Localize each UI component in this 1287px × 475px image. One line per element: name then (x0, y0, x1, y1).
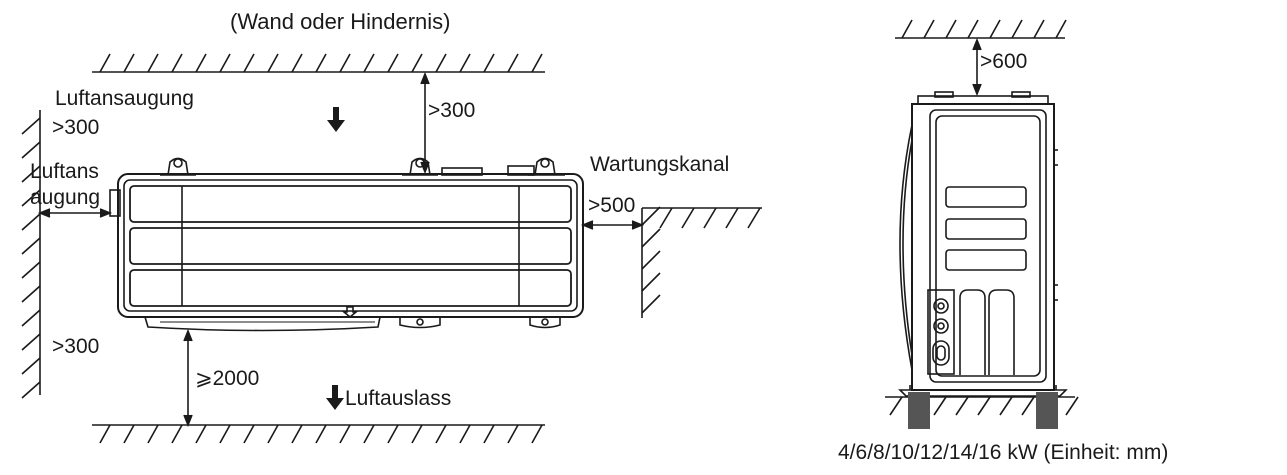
label-service-channel: Wartungskanal (590, 153, 730, 176)
dimension-front (183, 328, 193, 428)
side-view-ground (885, 392, 1079, 429)
label-air-intake-side-line2: augung (30, 186, 101, 209)
unit-top-view (109, 157, 584, 332)
top-wall-hatch (92, 53, 545, 73)
label-clearance-top: >300 (428, 99, 476, 122)
dimension-right (580, 220, 645, 230)
dimension-left (37, 208, 113, 218)
support-block-left (908, 392, 930, 429)
label-air-intake-side-line1: Luftans (30, 160, 99, 183)
air-intake-arrow-icon (327, 107, 345, 132)
air-outlet-arrow-icon (326, 385, 344, 410)
side-view-top-wall (895, 19, 1067, 39)
label-clearance-front: ⩾2000 (195, 367, 260, 390)
dimension-top (420, 71, 430, 175)
label-air-intake-left: Luftansaugung (55, 87, 194, 110)
label-air-outlet: Luftauslass (345, 387, 452, 410)
unit-top-brackets (160, 157, 565, 176)
bottom-wall-hatch (92, 424, 545, 444)
label-clearance-left-top: >300 (52, 116, 100, 139)
left-wall-hatch (21, 110, 41, 399)
label-clearance-right: >500 (588, 194, 636, 217)
caption-model-unit: 4/6/8/10/12/14/16 kW (Einheit: mm) (838, 441, 1169, 464)
label-top-obstacle: (Wand oder Hindernis) (230, 9, 451, 34)
label-clearance-above-side: >600 (980, 50, 1028, 73)
support-block-right (1036, 392, 1058, 429)
right-wall-hatch (641, 206, 762, 318)
dimension-above-side (972, 37, 982, 97)
unit-side-view (898, 91, 1068, 397)
label-clearance-left-bottom: >300 (52, 335, 100, 358)
